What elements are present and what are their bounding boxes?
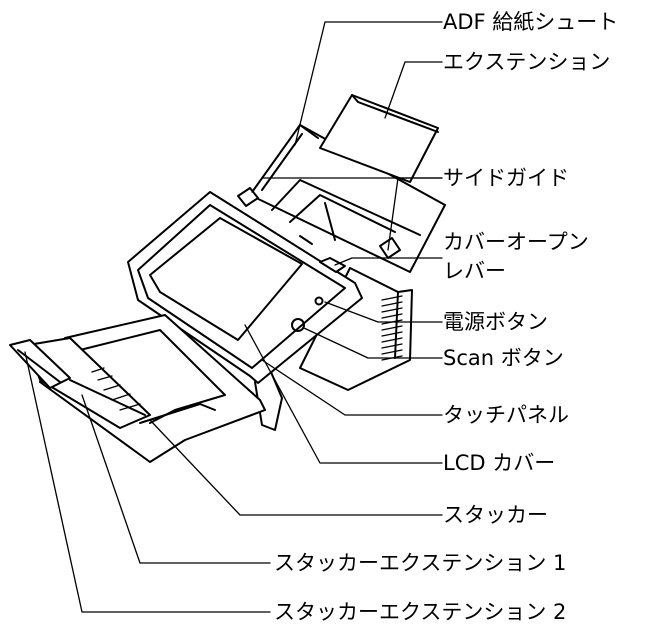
leader-stacker (149, 419, 443, 516)
extension-shape (319, 94, 439, 183)
leader-touch-panel (261, 359, 443, 416)
label-stacker-extension-2: スタッカーエクステンション 2 (274, 600, 567, 624)
label-cover-open-lever-line2: レバー (443, 259, 506, 283)
stacker-shape (39, 314, 266, 463)
label-touch-panel: タッチパネル (443, 403, 569, 427)
label-lcd-cover: LCD カバー (443, 451, 556, 475)
leader-power-button (324, 301, 443, 323)
leader-cover-open-lever (334, 257, 443, 266)
leader-adf-chute (294, 21, 443, 146)
leader-stacker-extension-1 (81, 394, 271, 564)
stacker-extension-1-shape (27, 337, 151, 429)
leader-extension (384, 61, 443, 119)
label-side-guide: サイドガイド (443, 166, 569, 190)
leader-stacker-extension-2 (24, 351, 271, 613)
side-guide-shape (237, 187, 401, 259)
label-adf-chute: ADF 給紙シュート (443, 10, 619, 34)
label-cover-open-lever-line1: カバーオープン (443, 230, 589, 254)
adf-chute-shape (249, 124, 446, 273)
lcd-panel (127, 191, 363, 384)
label-stacker: スタッカー (443, 503, 548, 527)
leader-side-guide-1 (251, 177, 443, 193)
leader-lines (24, 21, 443, 613)
label-stacker-extension-1: スタッカーエクステンション 1 (274, 551, 567, 575)
leader-scan-button (303, 327, 443, 359)
label-power-button: 電源ボタン (443, 310, 548, 334)
leader-side-guide-2 (387, 177, 443, 251)
label-scan-button: Scan ボタン (443, 346, 564, 370)
scanner-body (254, 267, 413, 431)
label-extension: エクステンション (443, 50, 611, 74)
leader-lcd-cover (244, 324, 443, 464)
